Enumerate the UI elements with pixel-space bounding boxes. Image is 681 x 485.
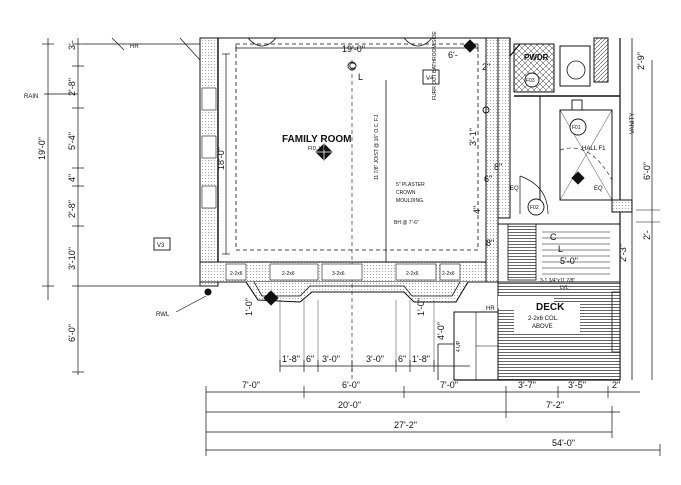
dim-left-3: 5'-4" bbox=[67, 132, 77, 150]
tag-hr-top: HR bbox=[130, 44, 139, 50]
room-deck: DECK bbox=[536, 302, 565, 313]
dim-row1-2: 6'-0" bbox=[342, 380, 360, 390]
note-bh: BH @ 7'-6" bbox=[394, 220, 419, 226]
note-crown-2: CROWN bbox=[396, 190, 416, 196]
dim-top-2: 6'- bbox=[448, 50, 458, 60]
tag-f02: F02 bbox=[530, 205, 539, 211]
dim-row1-3: 7'-0" bbox=[440, 380, 458, 390]
dim-top-4: 2'-9" bbox=[636, 52, 646, 70]
room-family-sub: FID. WD bbox=[308, 146, 328, 152]
dim-row3-1: 27'-2" bbox=[394, 420, 417, 430]
dim-left-total: 19'-0" bbox=[37, 137, 47, 160]
symbols bbox=[153, 39, 587, 306]
tag-vanity: VANITY bbox=[630, 113, 636, 134]
note-crown-1: 5" PLASTER bbox=[396, 182, 425, 188]
room-pwdr: PWDR bbox=[524, 53, 549, 62]
powder-room bbox=[497, 37, 660, 380]
dim-small-6: 1'-8" bbox=[412, 354, 430, 364]
deck-note-2: ABOVE bbox=[532, 324, 553, 330]
dim-top-3: 2" bbox=[482, 62, 490, 72]
dim-inner-v4: 1'-0" bbox=[244, 298, 254, 316]
dim-left-5: 2'-8" bbox=[67, 200, 77, 218]
tag-eq-1: EQ bbox=[510, 186, 519, 192]
dim-small-5: 6" bbox=[398, 354, 406, 364]
dim-inner-v10: 1'-0" bbox=[416, 298, 426, 316]
room-family: FAMILY ROOM bbox=[282, 134, 351, 145]
dim-row2-1: 20'-0" bbox=[338, 400, 361, 410]
tag-f01: F01 bbox=[572, 125, 581, 131]
dim-left-2: 2'-8" bbox=[67, 78, 77, 96]
dim-row2-2: 7'-2" bbox=[546, 400, 564, 410]
dim-small-4: 3'-0" bbox=[366, 354, 384, 364]
dim-left-7: 6'-0" bbox=[67, 324, 77, 342]
header-2: 3-2x6 bbox=[332, 271, 345, 277]
room-hall: HALL F1 bbox=[582, 146, 606, 152]
dim-row1-4: 3'-7" bbox=[518, 380, 536, 390]
dim-inner-v9: 8" bbox=[494, 162, 502, 172]
dim-inner-v6: 5'-0" bbox=[560, 256, 578, 266]
dim-row1-6: 2" bbox=[612, 380, 620, 390]
tag-eq-2: EQ bbox=[594, 186, 603, 192]
walls bbox=[199, 37, 499, 380]
centerline-c2: C bbox=[550, 232, 557, 242]
note-crown-3: MOULDING. bbox=[396, 198, 424, 204]
dim-left-6: 3'-10" bbox=[67, 247, 77, 270]
header-3: 2-2x6 bbox=[406, 271, 419, 277]
note-pwdr: FURR OUT BATHROOM SIDE bbox=[432, 31, 438, 100]
centerline-c1: C bbox=[349, 61, 356, 71]
tag-hr-deck: HR bbox=[486, 306, 495, 312]
tag-f03: F03 bbox=[526, 78, 535, 84]
header-5: 2-2x6 bbox=[442, 271, 455, 277]
dim-small-1: 1'-8" bbox=[282, 354, 300, 364]
dim-left-4: 4" bbox=[67, 174, 77, 182]
header-1: 2-2x6 bbox=[282, 271, 295, 277]
dim-inner-v2: 3'-1" bbox=[468, 128, 478, 146]
tag-v4: V4 bbox=[426, 76, 434, 82]
centerline-l2: L bbox=[558, 244, 563, 254]
dim-inner-v7: 8" bbox=[486, 238, 494, 248]
tag-rain: RAIN bbox=[24, 94, 38, 100]
dim-right-1: 6'-0" bbox=[642, 162, 652, 180]
note-up: 4 UP bbox=[456, 340, 462, 352]
deck-area bbox=[437, 281, 621, 381]
dim-inner-v: 18'-0" bbox=[216, 147, 226, 170]
dim-left-1: 3'- bbox=[67, 40, 77, 50]
dim-right-2: 2'- bbox=[642, 230, 652, 240]
note-lvl-2: LVL bbox=[560, 285, 569, 291]
header-4: 2-2x6 bbox=[230, 271, 243, 277]
note-joists: 11 7/8" JOIST @ 16" O.C. F.J. bbox=[374, 113, 380, 180]
note-lvl-1: 3-1 3/4"x11 7/8" bbox=[540, 278, 575, 284]
labels: FAMILY ROOM FID. WD DECK 2-2x6 COL. ABOV… bbox=[24, 31, 652, 448]
dim-row1-5: 3'-5" bbox=[568, 380, 586, 390]
tag-rwl: RWL bbox=[156, 312, 170, 318]
dim-small-3: 3'-0" bbox=[322, 354, 340, 364]
dimension-lines bbox=[42, 37, 661, 456]
centerline-l1: L bbox=[358, 72, 363, 82]
dim-row4-1: 54'-0" bbox=[552, 438, 575, 448]
dim-row1-1: 7'-0" bbox=[242, 380, 260, 390]
dim-small-2: 6" bbox=[306, 354, 314, 364]
dim-inner-v8: 6" bbox=[484, 174, 492, 184]
dim-top-1: 19'-0" bbox=[342, 44, 365, 54]
dim-inner-v3: 4" bbox=[472, 206, 482, 214]
dim-right-3: 2'-3" bbox=[618, 244, 628, 262]
deck-note-1: 2-2x6 COL. bbox=[528, 316, 559, 322]
dim-inner-v5: 4'-0" bbox=[436, 322, 446, 340]
tag-v3: V3 bbox=[157, 243, 165, 249]
